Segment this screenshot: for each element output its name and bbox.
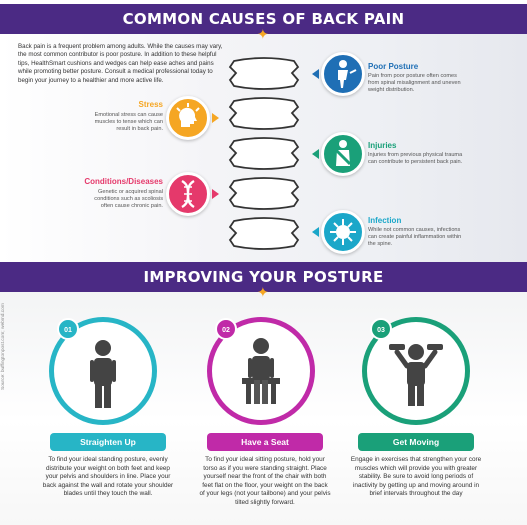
conditions-text: Genetic or acquired spinal conditions su… [94,189,163,210]
step-1-text: To find your ideal standing posture, eve… [42,456,174,498]
step-2-title: Have a Seat [207,433,323,451]
step-1-number: 01 [57,318,79,340]
injuries-arrow [312,149,319,159]
vertebra-3 [228,137,300,170]
infection-text: While not common causes, infections can … [368,227,462,248]
step-3-number: 03 [370,318,392,340]
conditions-arrow [212,189,219,199]
posture-person-icon [338,60,357,88]
injuries-title: Injuries [368,141,397,150]
vertebra-2 [228,97,300,130]
virus-icon [330,219,356,245]
infection-badge [321,210,365,254]
sitting-person-icon [242,338,280,404]
star-icon: ✦ [256,285,270,301]
step-3-title: Get Moving [358,433,474,451]
step-2-text: To find your ideal sitting posture, hold… [199,456,331,506]
poor-posture-arrow [312,69,319,79]
arm-sling-icon [334,140,352,166]
poor-posture-text: Pain from poor posture often comes from … [368,73,461,94]
stress-title: Stress [138,100,163,109]
infection-title: Infection [368,216,402,225]
stress-text: Emotional stress can cause muscles to te… [94,112,163,133]
injuries-badge [321,132,365,176]
source-note: Source: buffingtonpost.com; webmd.com [1,303,6,390]
exercising-person-icon [389,344,443,406]
causes-banner: COMMON CAUSES OF BACK PAIN ✦ [0,4,527,43]
vertebra-5 [228,217,300,250]
causes-title: COMMON CAUSES OF BACK PAIN [122,10,405,28]
step-2-ring [207,317,315,425]
poor-posture-title: Poor Posture [368,62,419,71]
vertebra-1 [228,57,300,90]
conditions-title: Conditions/Diseases [84,177,163,186]
step-1-title: Straighten Up [50,433,166,451]
infection-arrow [312,227,319,237]
vertebra-4 [228,177,300,210]
step-2-number: 02 [215,318,237,340]
stress-arrow [212,113,219,123]
star-icon: ✦ [256,27,270,43]
injuries-text: Injuries from previous physical trauma c… [368,152,463,166]
posture-title: IMPROVING YOUR POSTURE [143,268,384,286]
step-3-text: Engage in exercises that strengthen your… [350,456,482,498]
intro-paragraph: Back pain is a frequent problem among ad… [18,43,223,84]
poor-posture-badge [321,52,365,96]
stress-head-icon [176,103,200,127]
dna-icon [181,179,195,209]
conditions-badge [166,172,210,216]
stress-badge [166,96,210,140]
standing-person-icon [90,340,116,408]
posture-banner: IMPROVING YOUR POSTURE ✦ [0,262,527,301]
